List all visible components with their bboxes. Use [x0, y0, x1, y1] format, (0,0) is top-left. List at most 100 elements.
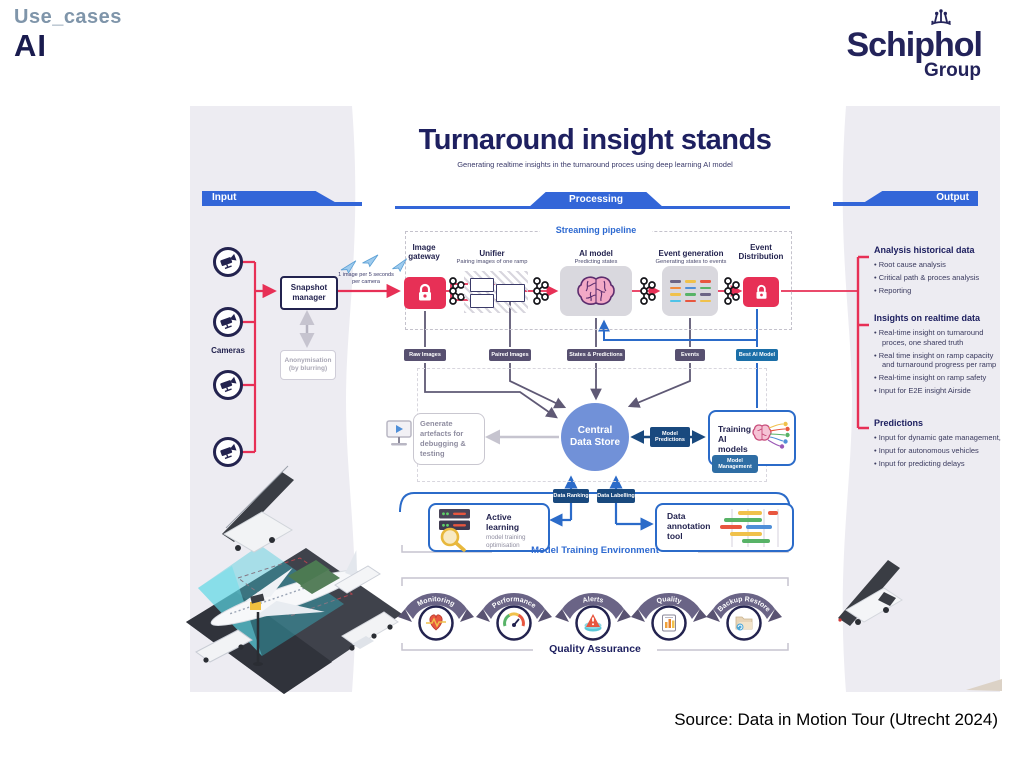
logo-suffix: Group	[924, 60, 981, 81]
active-learning-subtitle: model training optimisation	[486, 534, 526, 549]
ai-model-box	[560, 266, 632, 316]
output-banner-label: Output	[936, 192, 969, 203]
model-predictions-badge: Model Predictions	[650, 427, 690, 447]
input-banner-label: Input	[212, 192, 237, 203]
training-ai-models-label: Training AI models	[718, 424, 752, 455]
neural-brain-icon	[752, 421, 790, 449]
corner-shape	[966, 679, 1002, 691]
stage-label-image-gateway: Image gateway	[396, 243, 452, 261]
output-item: Real time insight on ramp capacity and t…	[874, 351, 1006, 371]
server-search-icon	[439, 509, 470, 552]
unifier-box-1	[470, 278, 494, 292]
image-gateway-box	[404, 277, 446, 309]
output-item: Input for E2E insight Airside	[874, 386, 1006, 396]
svg-text:Quality: Quality	[656, 596, 682, 605]
stream-badge-events: Events	[675, 349, 705, 361]
output-group-predictions: Predictions Input for dynamic gate manag…	[874, 418, 1006, 471]
crown-icon	[931, 9, 951, 25]
output-item: Input for predicting delays	[874, 459, 1006, 469]
stage-label-event-generation: Event generation Generating states to ev…	[647, 249, 735, 265]
output-group-historical: Analysis historical data Root cause anal…	[874, 245, 1006, 298]
diagram-subtitle: Generating realtime insights in the turn…	[457, 160, 733, 169]
stream-badge-raw-images: Raw Images	[404, 349, 446, 361]
artefacts-label: Generate artefacts for debugging & testi…	[420, 418, 466, 459]
heartbeat-icon	[426, 614, 446, 631]
streaming-pipeline-label: Streaming pipeline	[540, 225, 652, 235]
lock-icon	[756, 284, 766, 299]
output-item: Reporting	[874, 286, 1006, 296]
output-group-title: Insights on realtime data	[874, 313, 981, 323]
monitor-icon	[386, 420, 412, 446]
qa-badge-quality: Quality	[630, 581, 708, 645]
mte-top-bracket	[399, 492, 791, 513]
apron-illustration	[186, 545, 402, 694]
anonymisation-line2: (by blurring)	[288, 365, 328, 372]
output-group-list: Real-time insight on turnaround proces, …	[874, 328, 1006, 396]
gantt-chart-icon	[720, 509, 779, 547]
output-group-title: Analysis historical data	[874, 245, 975, 255]
qa-badge-backup-restore: Backup Restore	[705, 581, 783, 645]
cameras-label: Cameras	[211, 346, 245, 355]
slide-category: Use_cases	[14, 6, 122, 28]
stage-title: AI model	[579, 249, 613, 258]
quality-assurance-label: Quality Assurance	[549, 643, 641, 655]
output-item: Input for dynamic gate management,	[874, 433, 1006, 443]
gauge-icon	[503, 612, 525, 627]
snapshot-manager-box: Snapshot manager	[280, 276, 338, 310]
stream-badge-states-predictions: States & Predictions	[567, 349, 625, 361]
conveyor-truck-illustration	[838, 560, 903, 626]
svg-text:Monitoring: Monitoring	[416, 596, 455, 608]
best-model-connectors	[598, 309, 758, 408]
output-item: Input for autonomous vehicles	[874, 446, 1006, 456]
camera-connectors	[242, 260, 401, 454]
schiphol-logo: Schiphol Group	[828, 8, 998, 94]
stage-label-event-distribution: Event Distribution	[733, 243, 789, 261]
snapshot-manager-label: Snapshot manager	[290, 283, 328, 302]
event-distribution-box	[743, 277, 779, 307]
output-group-list: Root cause analysisCritical path & proce…	[874, 260, 1006, 295]
data-annotation-tool-label: Data annotation tool	[667, 511, 711, 542]
stage-title: Event Distribution	[738, 243, 784, 262]
data-annotation-tool-box: Data annotation tool	[655, 503, 794, 552]
model-training-environment-label: Model Training Environment	[531, 545, 659, 556]
data-labelling-badge: Data Labelling	[597, 489, 635, 503]
brain-icon	[577, 276, 615, 305]
stream-badge-best-ai-model: Best AI Model	[736, 349, 778, 361]
output-item: Root cause analysis	[874, 260, 1006, 270]
output-item: Real-time insight on ramp safety	[874, 373, 1006, 383]
active-learning-title: Active learning	[486, 512, 520, 532]
qa-top-bracket	[401, 577, 789, 586]
output-group-title: Predictions	[874, 418, 924, 428]
stage-label-unifier: Unifier Pairing images of one ramp	[455, 249, 529, 265]
alert-icon	[584, 614, 602, 632]
output-bracket	[856, 255, 869, 430]
paper-plane-icons	[340, 254, 408, 274]
qa-badge-performance: Performance	[475, 581, 553, 645]
stage-subtitle: Pairing images of one ramp	[456, 259, 528, 266]
stage-title: Image gateway	[408, 243, 440, 262]
output-group-list: Input for dynamic gate management, Input …	[874, 433, 1006, 468]
central-data-store-label: Central Data Store	[569, 425, 620, 448]
curtain-right	[842, 106, 1000, 692]
stage-title: Event generation	[658, 249, 724, 258]
svg-text:Alerts: Alerts	[582, 596, 604, 605]
stage-subtitle: Generating states to events	[655, 259, 727, 266]
qa-badge-monitoring: Monitoring	[397, 581, 475, 645]
stairs-truck-illustration	[222, 465, 294, 553]
output-item: Critical path & proces analysis	[874, 273, 1006, 283]
unifier-box-3	[496, 284, 525, 302]
qa-badge-alerts: Alerts	[554, 581, 632, 645]
camera-icons	[213, 247, 243, 467]
event-generation-box	[662, 266, 718, 316]
stage-title: Unifier	[479, 249, 505, 258]
data-ranking-badge: Data Ranking	[553, 489, 589, 503]
logo-brand: Schiphol	[846, 26, 983, 64]
output-group-realtime: Insights on realtime data Real-time insi…	[874, 313, 1006, 399]
stage-label-ai-model: AI model Predicting states	[558, 249, 634, 265]
anonymisation-line1: Anonymisation	[284, 356, 332, 364]
diagram-title: Turnaround insight stands	[418, 124, 772, 156]
unifier-box-2	[470, 294, 494, 308]
kafka-icons	[449, 277, 740, 305]
